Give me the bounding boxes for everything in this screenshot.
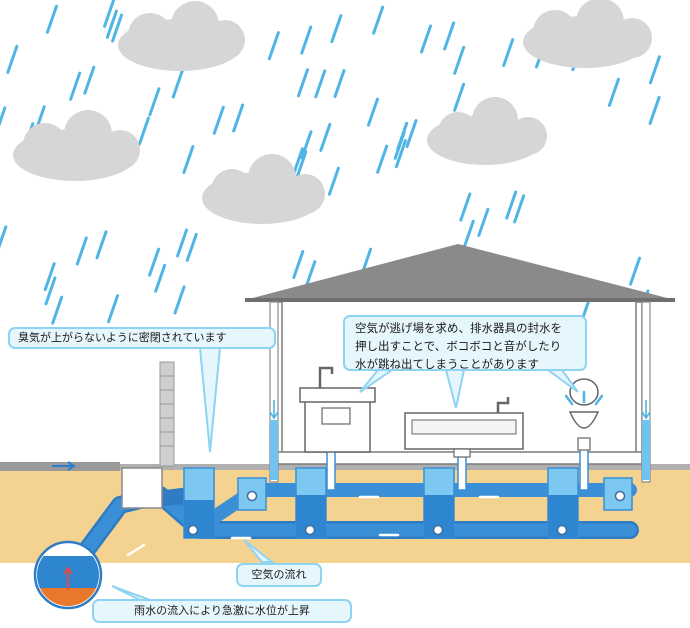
rain-streak (212, 105, 225, 135)
rain-streak (629, 256, 642, 286)
washbasin (299, 366, 376, 453)
rain-streak (300, 130, 313, 160)
rain-streak (366, 97, 379, 127)
rain-streak (477, 207, 490, 237)
rain-streak (300, 25, 313, 55)
toilet (564, 378, 604, 451)
callout-text: 雨水の流入により急激に水位が上昇 (134, 604, 310, 617)
cloud (427, 97, 547, 165)
cloud (118, 1, 245, 71)
rain-streak (176, 228, 189, 258)
rain-streak (43, 262, 56, 292)
manhole (121, 467, 633, 539)
rain-streak (330, 14, 343, 44)
rain-streak (182, 144, 195, 174)
rain-streak (173, 285, 186, 315)
rain-streak (333, 69, 346, 99)
rain-streak (443, 21, 456, 51)
callout-text: 空気の流れ (251, 568, 307, 581)
callout-sealed: 臭気が上がらないように密閉されています (8, 327, 276, 349)
callout-air-flow: 空気の流れ (236, 563, 322, 587)
rain-streak (267, 31, 280, 61)
rain-streak (327, 166, 340, 196)
rain-streak (304, 260, 317, 290)
rain-streak (0, 106, 7, 127)
cloud (13, 110, 140, 181)
rain-streak (513, 194, 526, 224)
downspout (269, 301, 651, 483)
callout-text: 臭気が上がらないように密閉されています (18, 331, 227, 344)
rain-streak (83, 65, 96, 95)
rain-streak (453, 45, 466, 75)
rain-streak (51, 295, 64, 325)
callout-water-rise: 雨水の流入により急激に水位が上昇 (92, 599, 352, 623)
rain-streak (393, 130, 406, 160)
rain-streak (95, 230, 108, 260)
rain-streak (292, 250, 305, 280)
arrow-icon (52, 461, 76, 471)
rain-streak (137, 116, 150, 146)
rain-streak (648, 55, 661, 85)
rain-streak (6, 44, 19, 74)
storage-tank (33, 540, 103, 610)
rain-streak (394, 139, 407, 169)
rain-streak (297, 68, 310, 98)
rain-streak (148, 87, 161, 117)
sink (404, 397, 524, 458)
rain-streak (459, 192, 472, 222)
cloud (202, 154, 325, 224)
rain-streak (171, 69, 184, 99)
rain-streak (405, 119, 418, 149)
rain-streak (232, 103, 245, 133)
rain-streak (314, 69, 327, 99)
rain-streak (462, 219, 475, 249)
callout-line-2: 押し出すことで、ボコボコと音がしたり (355, 339, 562, 353)
rain-streak (295, 150, 308, 180)
rain-streak (185, 232, 198, 262)
cloud (523, 0, 652, 68)
ground-surface (0, 464, 690, 470)
rain-streak (44, 276, 57, 306)
rain-streak (372, 5, 385, 35)
pipe-highlight (126, 495, 500, 557)
callout-pointer (111, 347, 579, 601)
rain-streak (319, 122, 332, 152)
rain-streak (103, 0, 116, 28)
rain-streak (45, 4, 58, 34)
pipe-joint (187, 490, 626, 536)
rain-streak (502, 38, 515, 68)
rain-streak (291, 147, 304, 177)
rain-streak (505, 190, 518, 220)
rain-streak (154, 263, 167, 293)
rain-streak (453, 82, 466, 112)
callout-line-1: 空気が逃げ場を求め、排水器具の封水を (355, 321, 562, 335)
callout-pressure: 空気が逃げ場を求め、排水器具の封水を 押し出すことで、ボコボコと音がしたり 水が… (343, 315, 587, 371)
rain-streak (376, 144, 389, 174)
rain-streak (107, 294, 120, 324)
block-wall (159, 361, 175, 467)
rain-streak (69, 71, 82, 101)
rain-streak (607, 77, 620, 107)
rain-streak (0, 225, 8, 249)
rain-streak (648, 95, 661, 125)
rain-streak (148, 247, 161, 277)
callout-line-3: 水が跳ね出てしまうことがあります (355, 357, 539, 371)
rain-streak (75, 236, 88, 266)
rain-streak (105, 9, 118, 39)
rain-streak (111, 13, 124, 43)
rain-streak (420, 24, 433, 54)
